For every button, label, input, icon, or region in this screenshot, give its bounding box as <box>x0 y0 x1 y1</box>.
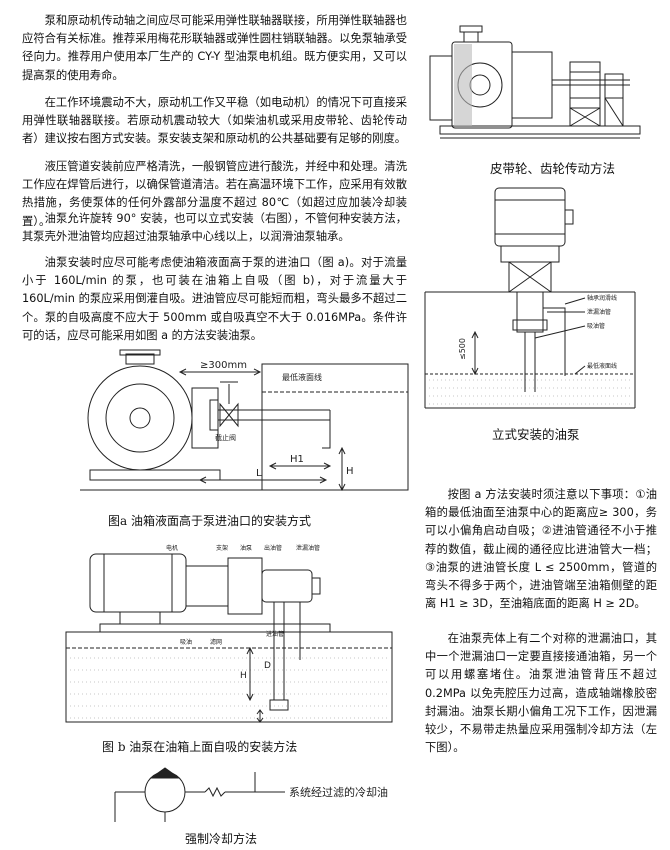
paragraph-rotation: 油泵允许旋转 90° 安装，也可以立式安装（右图），不管何种安装方法，其泵壳外泄… <box>22 212 407 244</box>
vertical-pump-caption: 立式安装的油泵 <box>492 427 580 442</box>
fig-b-label-pump: 油泵 <box>240 544 252 552</box>
paragraph-tank-level: 油泵安装时应尽可能考虑使油箱液面高于泵的进油口（图 a)。对于流量小于 160L… <box>22 256 407 342</box>
fig-b-label-strainer: 滤网 <box>210 638 222 646</box>
paragraph-fig-a-notes: 按图 a 方法安装时须注意以下事项：①油箱的最低油面至油泵中心的距离应≥ 300… <box>425 488 657 611</box>
fig-a-label-h: H <box>346 466 354 477</box>
cooling-label: 系统经过滤的冷却油 <box>289 785 388 799</box>
vertical-pump-figure: 轴承润滑线 泄漏油管 吸油管 最低液面线 ≤500 <box>424 187 636 409</box>
fig-a-caption: 图a 油箱液面高于泵进油口的安装方式 <box>108 514 311 528</box>
cooling-figure: 系统经过滤的冷却油 <box>114 767 388 822</box>
vertical-label-min-level: 最低液面线 <box>587 362 617 370</box>
paragraph-pipe-cleaning: 液压管道安装前应严格清洗，一般钢管应进行酸洗，并经中和处理。清洗工作应在焊管后进… <box>22 160 407 228</box>
cooling-caption: 强制冷却方法 <box>185 832 258 846</box>
fig-a-label-level: 最低液面线 <box>282 372 322 382</box>
fig-a-label-l: L <box>256 468 262 479</box>
belt-drive-caption: 皮带轮、齿轮传动方法 <box>490 161 616 176</box>
paragraph-leak-ports: 在油泵壳体上有二个对称的泄漏油口，其中一个泄漏油口一定要直接接通油箱，另一个可以… <box>425 632 657 755</box>
fig-b-label-inlet: 进油管 <box>266 630 284 638</box>
fig-b-label-suction: 吸油 <box>180 638 192 646</box>
fig-a-label-h1: H1 <box>290 454 304 465</box>
vertical-label-leak: 泄漏油管 <box>587 308 611 316</box>
belt-drive-figure <box>429 25 641 139</box>
fig-b-label-outlet: 出油管 <box>264 544 282 552</box>
figure-b: 电机 支架 油泵 出油管 泄漏油管 进油管 吸油 滤网 H D <box>65 544 393 723</box>
fig-b-label-bracket: 支架 <box>216 544 228 552</box>
vertical-dim-500: ≤500 <box>458 338 467 360</box>
paragraph-environment: 在工作环境震动不大，原动机工作又平稳（如电动机）的情况下可直接采用弹性联轴器联接… <box>22 96 407 146</box>
fig-b-label-leak: 泄漏油管 <box>296 544 320 552</box>
fig-b-dim-h: H <box>240 671 247 681</box>
fig-b-caption: 图 b 油泵在油箱上面自吸的安装方法 <box>102 740 298 754</box>
fig-b-dim-d: D <box>264 661 271 671</box>
fig-a-label-valve: 截止阀 <box>215 433 236 442</box>
fig-b-label-motor: 电机 <box>166 544 178 552</box>
fig-a-dim-300: ≥300mm <box>200 360 247 371</box>
vertical-label-suction: 吸油管 <box>587 322 605 330</box>
paragraph-coupling: 泵和原动机传动轴之间应尽可能采用弹性联轴器联接，所用弹性联轴器也应符合有关标准。… <box>22 14 407 82</box>
vertical-label-bearing: 轴承润滑线 <box>587 294 617 302</box>
figure-a: ≥300mm 最低液面线 截止阀 H1 L H <box>80 349 409 492</box>
